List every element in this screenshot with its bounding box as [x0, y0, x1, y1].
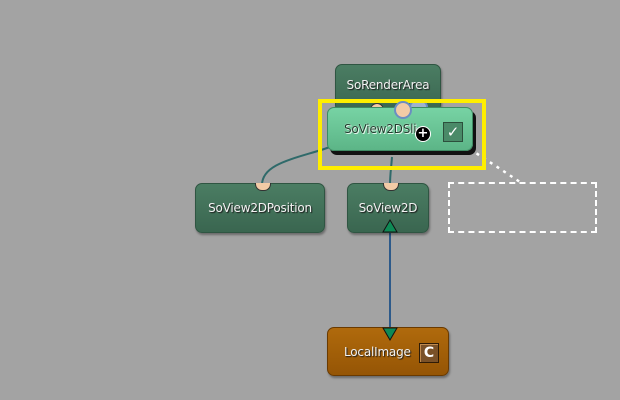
- drop-target-outline: [448, 182, 597, 233]
- connection-slice-view2d[interactable]: [389, 156, 393, 186]
- node-label: SoRenderArea: [346, 78, 430, 92]
- checkbox-icon[interactable]: ✓: [443, 122, 463, 142]
- output-port-highlighted[interactable]: [394, 101, 412, 119]
- image-input-arrow-icon[interactable]: [382, 219, 398, 233]
- connection-slice-position[interactable]: [261, 145, 334, 186]
- cursor-plus-icon: +: [415, 126, 431, 142]
- node-label: LocalImage: [344, 344, 411, 359]
- input-port[interactable]: [370, 103, 384, 110]
- image-output-arrow-icon[interactable]: [382, 327, 398, 341]
- node-label: SoView2DSli: [344, 122, 417, 136]
- node-so-view2d-slice[interactable]: SoView2DSli: [327, 107, 473, 151]
- refresh-icon[interactable]: C: [419, 343, 439, 363]
- node-so-view2d-position[interactable]: SoView2DPosition: [195, 183, 325, 233]
- node-label: SoView2DPosition: [208, 201, 312, 215]
- node-label: SoView2D: [358, 201, 418, 215]
